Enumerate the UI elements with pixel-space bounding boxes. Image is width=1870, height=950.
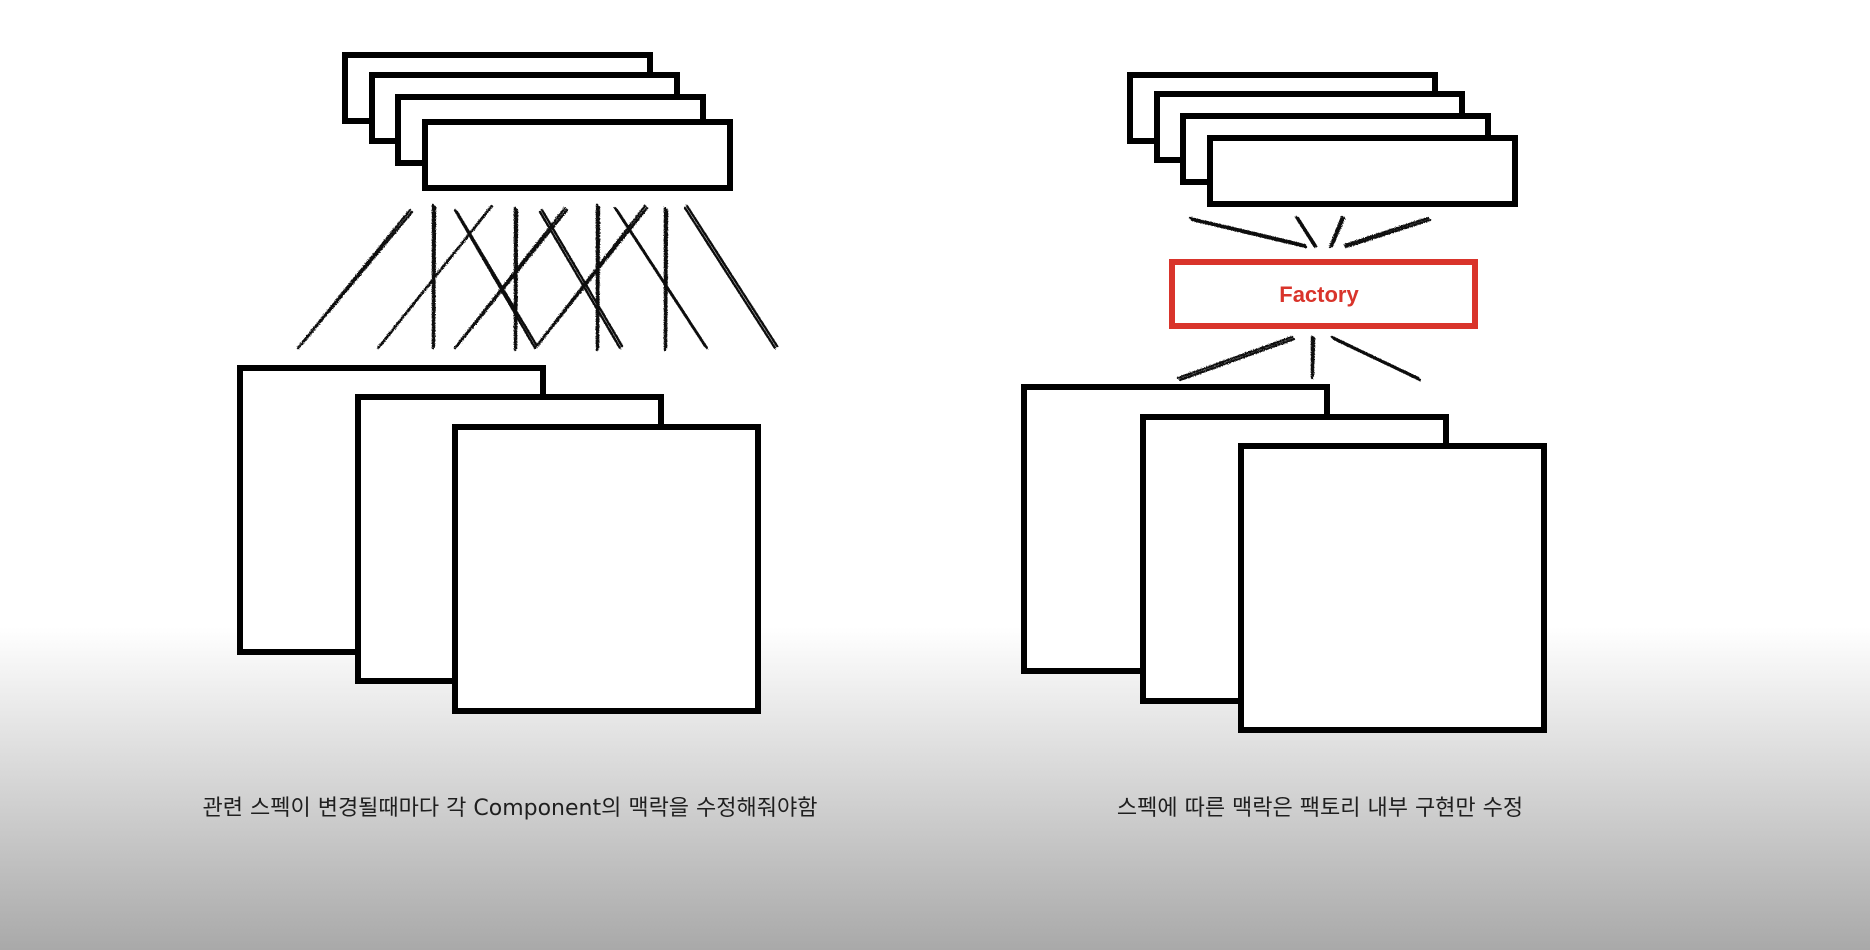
left-tangled-connections	[296, 203, 779, 352]
right-factory-to-component-lines	[1176, 335, 1422, 382]
connection-line	[683, 206, 777, 350]
right-spec-to-factory-lines	[1188, 215, 1432, 249]
connection-line	[1328, 215, 1344, 249]
connection-line	[685, 204, 779, 348]
factory-node: Factory	[1169, 259, 1478, 329]
connection-line	[1188, 216, 1307, 247]
connection-line	[596, 205, 601, 350]
left-component-box	[452, 424, 761, 714]
connection-line	[1332, 337, 1422, 382]
connection-line	[538, 210, 622, 350]
connection-line	[540, 208, 624, 348]
connection-line	[1344, 218, 1432, 249]
connection-line	[1296, 216, 1318, 248]
connection-line	[1311, 336, 1316, 378]
connection-line	[378, 204, 494, 348]
left-spec-stack	[342, 52, 733, 191]
connection-line	[1178, 337, 1296, 382]
factory-label: Factory	[1279, 282, 1359, 307]
connection-line	[455, 208, 569, 348]
connection-line	[664, 208, 669, 350]
right-spec-stack	[1127, 72, 1518, 207]
connection-line	[1176, 335, 1294, 380]
factory-box	[1169, 259, 1478, 329]
left-component-stack	[237, 365, 761, 714]
right-caption: 스펙에 따른 맥락은 팩토리 내부 구현만 수정	[1116, 796, 1524, 821]
connection-line	[298, 210, 414, 348]
connection-line	[514, 208, 519, 350]
connection-line	[615, 208, 709, 350]
connection-line	[1330, 216, 1346, 248]
connection-line	[1343, 216, 1430, 247]
right-component-stack	[1021, 384, 1547, 733]
right-spec-card	[1207, 135, 1518, 207]
right-component-box	[1238, 443, 1547, 733]
left-caption: 관련 스펙이 변경될때마다 각 Component의 맥락을 수정해줘야함	[202, 796, 818, 821]
left-spec-card	[422, 119, 733, 191]
connection-line	[1190, 218, 1308, 249]
connection-line	[455, 210, 539, 348]
